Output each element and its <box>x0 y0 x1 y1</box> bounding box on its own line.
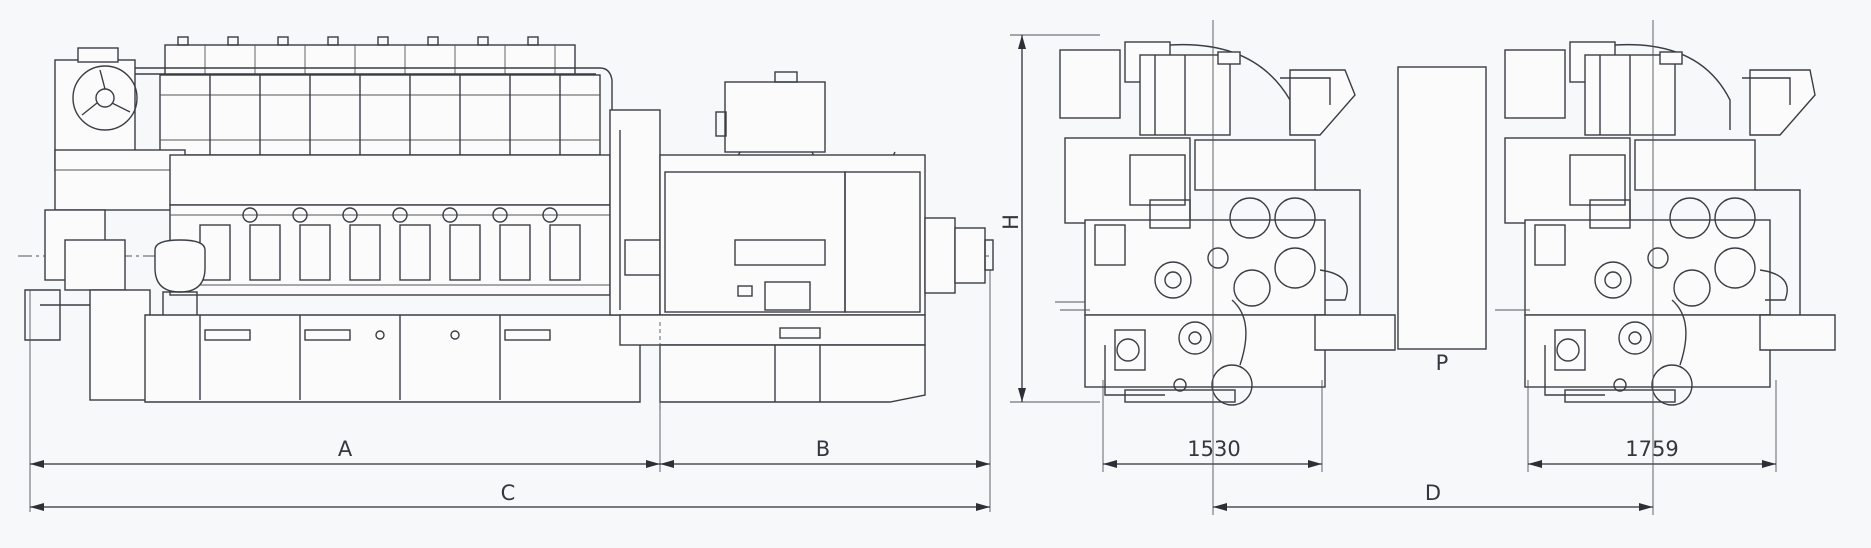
dim-label-d: D <box>1425 481 1441 505</box>
panel-p <box>1397 66 1487 350</box>
dim-label-b: B <box>816 437 830 461</box>
side-view-dimensions <box>29 34 1100 512</box>
engine-side-view <box>18 36 990 403</box>
panel-p-label: P <box>1436 351 1449 375</box>
dim-label-1530: 1530 <box>1187 437 1240 461</box>
dim-label-a: A <box>338 437 353 461</box>
dim-label-c: C <box>501 481 516 505</box>
end-view-dimensions <box>1102 20 1777 515</box>
dim-label-1759: 1759 <box>1625 437 1678 461</box>
dim-label-h: H <box>999 214 1023 230</box>
engine-end-view-1 <box>1055 41 1396 406</box>
engine-end-view-2 <box>1495 41 1836 406</box>
generator-side-view <box>619 71 994 410</box>
